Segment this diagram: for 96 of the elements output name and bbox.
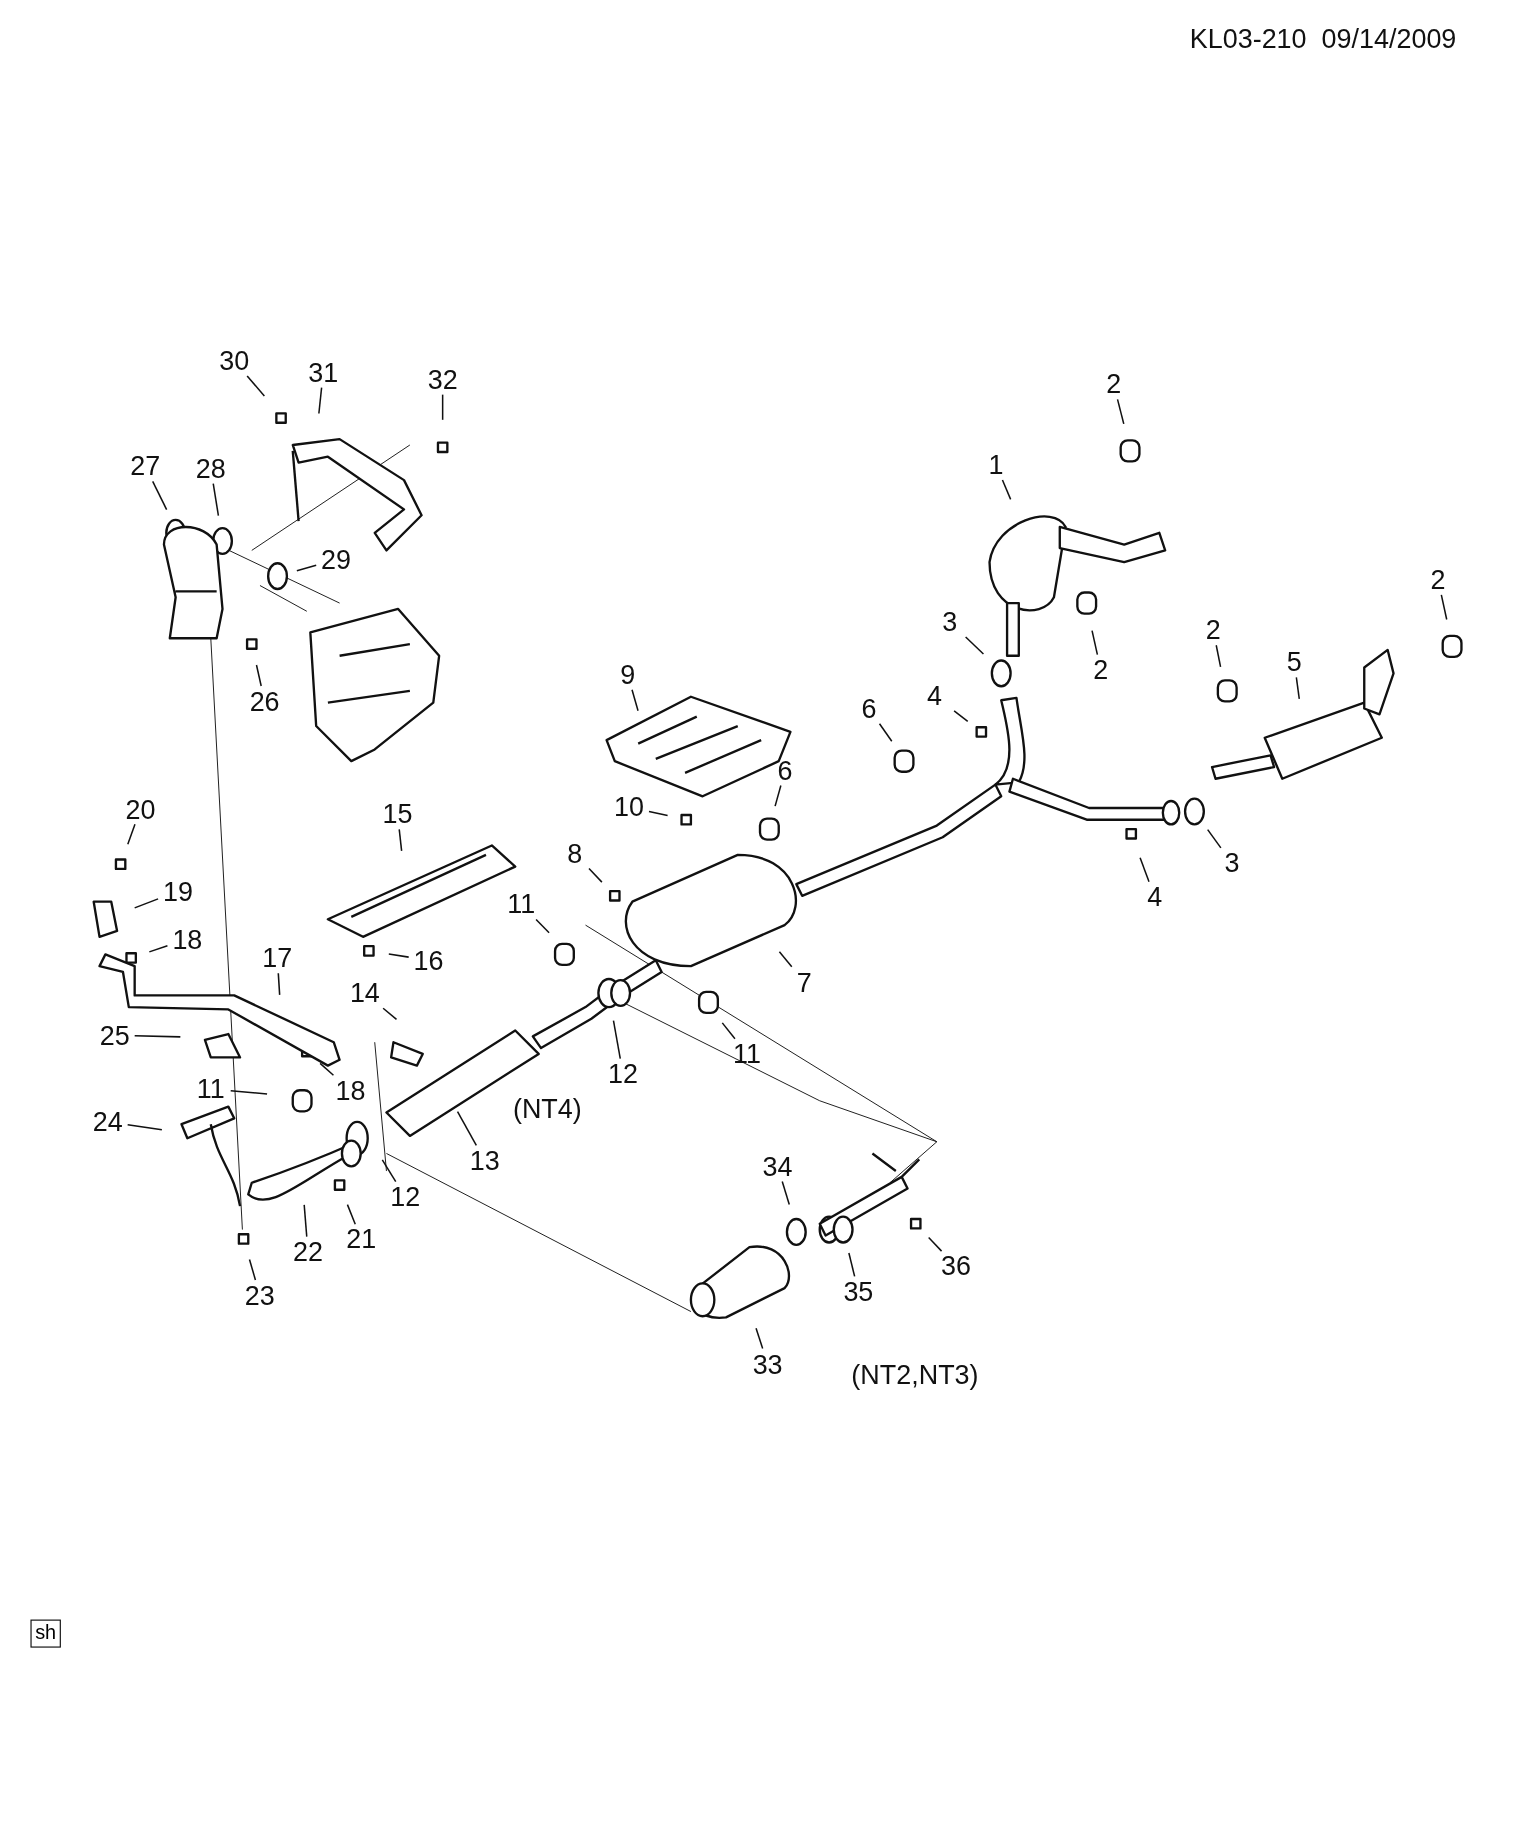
leader-line [1091,629,1099,656]
leader-line [612,1020,621,1060]
leader-line [848,1252,856,1278]
callout-number: 11 [727,1038,768,1070]
leader-line [148,945,169,953]
leader-line [318,386,323,415]
callout-number: 36 [936,1251,976,1282]
callout-number: 35 [838,1276,879,1307]
leader-line [878,722,893,742]
leader-line [456,1110,478,1147]
callout-number: 3 [1212,847,1252,879]
callout-number: 31 [303,357,344,388]
leader-line [381,1159,397,1183]
callout-number: 2 [1418,564,1458,595]
leader-line [255,664,262,687]
leader-line [133,1034,182,1038]
sheet-code-tag: sh [30,1619,61,1648]
leader-line [133,898,159,909]
callout-number: 11 [501,888,542,920]
leader-line [246,375,266,397]
callout-number: 14 [344,977,385,1009]
leader-line [212,482,220,517]
callout-number: 34 [757,1151,798,1182]
leader-line [535,918,550,934]
callout-number: 12 [385,1181,426,1212]
variant-note: (NT2,NT3) [851,1359,979,1390]
callout-number: 20 [120,793,161,825]
callout-number: 2 [1193,614,1234,646]
leader-line [1215,644,1222,668]
leader-line [1440,594,1448,621]
callout-number: 26 [244,685,285,717]
leader-line [382,1007,398,1021]
leader-line [953,710,969,723]
callout-number: 22 [288,1236,328,1268]
callout-number: 10 [609,791,649,823]
callout-number: 8 [554,837,595,869]
callout-number: 28 [190,453,231,484]
callout-number: 4 [1134,881,1175,913]
leader-line [631,689,639,712]
leader-line [1139,857,1150,883]
leader-line [303,1204,308,1238]
leader-line [964,636,985,655]
callout-number: 6 [765,755,805,786]
leader-line [126,1124,163,1131]
variant-note: (NT4) [512,1093,582,1125]
callout-number: 13 [464,1145,505,1176]
leader-line [346,1203,356,1225]
callout-number: 18 [330,1075,371,1106]
leader-line [248,1258,257,1281]
leader-line [588,867,603,883]
callout-number: 2 [1080,654,1121,686]
leader-line [229,1090,268,1095]
callout-number: 29 [316,544,356,575]
callout-number: 17 [257,942,298,974]
callout-number: 3 [929,606,970,638]
leader-line [127,823,136,846]
callout-number: 9 [607,659,648,690]
callout-number: 4 [914,680,955,711]
leader-line [721,1022,736,1040]
leader-line [398,828,403,852]
leader-line [388,953,410,958]
callout-number: 2 [1093,368,1134,400]
leader-line [1206,828,1222,849]
callout-number: 7 [784,966,825,998]
leader-line [1116,398,1125,425]
callout-number: 27 [125,450,166,482]
leader-line [296,564,317,572]
callout-number: 18 [167,923,208,955]
leader-line [648,810,669,817]
callout-number: 15 [377,799,418,830]
leader-line [277,972,281,996]
callout-number: 5 [1274,646,1315,678]
leader-line [441,393,444,421]
callout-number: 1 [976,449,1016,481]
leader-line [778,951,793,968]
callout-number: 32 [422,364,463,395]
leader-line [151,480,168,511]
callout-number: 19 [158,875,198,907]
leader-line [1295,676,1301,700]
leader-line [755,1327,764,1350]
header-text: KL03-210 09/14/2009 [1189,23,1457,54]
callout-number: 6 [849,693,889,724]
leader-line [774,784,782,807]
callout-number: 24 [87,1106,128,1138]
callout-number: 23 [239,1279,280,1311]
leader-line [927,1236,943,1252]
callout-number: 21 [341,1224,382,1255]
callout-number: 33 [747,1348,788,1379]
leader-line [1001,479,1012,501]
leader-line [319,1062,335,1076]
callout-number: 16 [408,945,449,976]
leader-line [781,1180,791,1206]
callout-number: 30 [214,345,255,376]
callout-number: 25 [94,1019,135,1051]
callout-number: 12 [603,1058,643,1090]
callout-number: 11 [190,1073,231,1105]
